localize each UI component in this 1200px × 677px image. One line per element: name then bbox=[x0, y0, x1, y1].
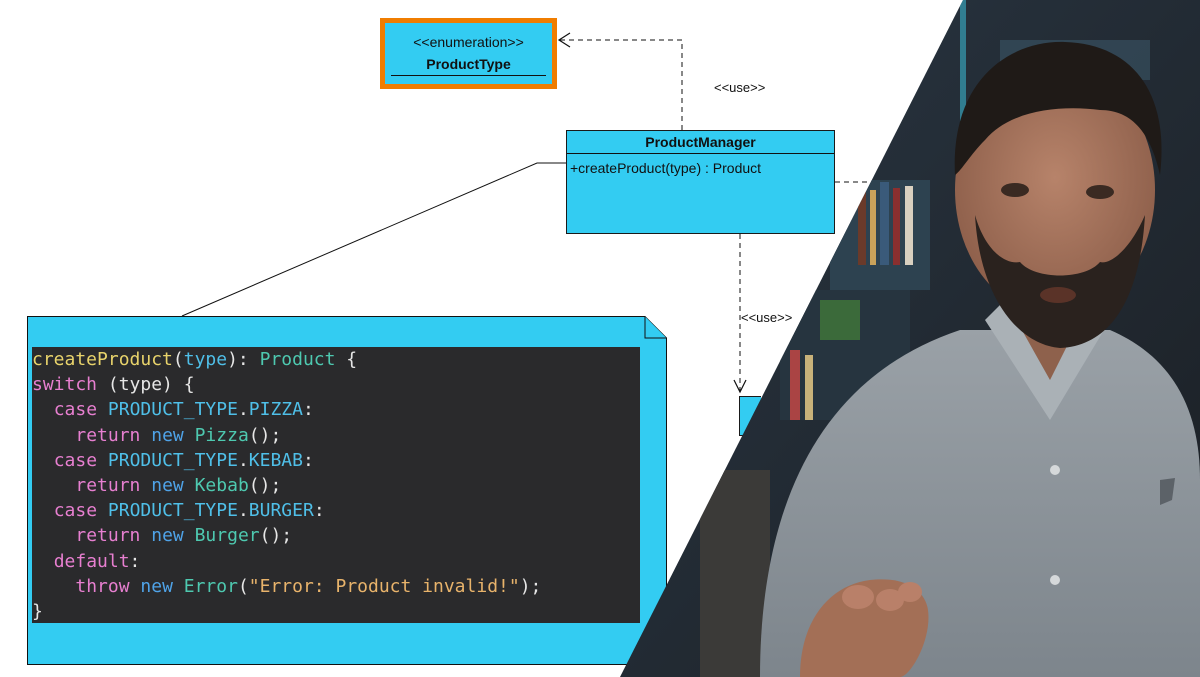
code-line: return new Burger(); bbox=[32, 523, 640, 548]
product-manager-class-box[interactable]: ProductManager +createProduct(type) : Pr… bbox=[566, 130, 835, 234]
code-token: ( bbox=[237, 575, 249, 597]
code-token: return bbox=[75, 525, 141, 547]
code-token: } bbox=[32, 600, 43, 622]
code-token: new bbox=[140, 575, 173, 597]
code-token: case bbox=[53, 500, 98, 522]
code-token: case bbox=[53, 449, 98, 471]
code-token: Pizza bbox=[194, 424, 249, 446]
use-arrowhead-enum bbox=[557, 32, 571, 48]
code-token: Burger bbox=[194, 525, 260, 547]
code-line: case PRODUCT_TYPE.KEBAB: bbox=[32, 448, 640, 473]
code-token: (); bbox=[259, 525, 293, 547]
note-anchor-line bbox=[181, 162, 566, 317]
code-token: case bbox=[53, 399, 98, 421]
code-token: Kebab bbox=[194, 474, 249, 496]
code-token: createProduct bbox=[32, 349, 173, 370]
code-line: } bbox=[32, 599, 640, 624]
code-token: "Error: Product invalid!" bbox=[248, 575, 520, 597]
code-token: ); bbox=[519, 575, 542, 597]
class-operation: +createProduct(type) : Product bbox=[570, 160, 762, 176]
code-token: Product bbox=[259, 349, 336, 370]
use-label-down: <<use>> bbox=[741, 310, 793, 325]
code-token: type bbox=[183, 349, 228, 370]
code-token: PRODUCT_TYPE bbox=[107, 500, 238, 522]
class-name: ProductManager bbox=[645, 134, 756, 150]
code-token: : bbox=[313, 500, 325, 522]
code-token: (); bbox=[248, 474, 282, 496]
use-connector-enum bbox=[560, 39, 683, 130]
code-token: BURGER bbox=[248, 500, 314, 522]
code-token: ( bbox=[172, 349, 184, 370]
code-token: . bbox=[237, 449, 249, 471]
code-token: (); bbox=[248, 424, 282, 446]
code-line: default: bbox=[32, 549, 640, 574]
code-token: : bbox=[302, 399, 314, 421]
code-token: Error bbox=[183, 575, 238, 597]
code-token: { bbox=[335, 349, 358, 370]
code-line: return new Pizza(); bbox=[32, 423, 640, 448]
enum-stereotype: <<enumeration>> bbox=[413, 34, 524, 50]
code-line: return new Kebab(); bbox=[32, 473, 640, 498]
class-divider bbox=[567, 153, 834, 154]
code-token: PRODUCT_TYPE bbox=[107, 449, 238, 471]
code-line: case PRODUCT_TYPE.BURGER: bbox=[32, 498, 640, 523]
code-token: : bbox=[129, 550, 141, 572]
code-token: PIZZA bbox=[248, 399, 303, 421]
code-snippet: createProduct(type): Product {switch (ty… bbox=[32, 347, 640, 623]
code-token: KEBAB bbox=[248, 449, 303, 471]
code-token: return bbox=[75, 424, 141, 446]
code-line: switch (type) { bbox=[32, 372, 640, 397]
product-type-enum-box[interactable]: <<enumeration>> ProductType bbox=[380, 18, 557, 89]
code-line: createProduct(type): Product { bbox=[32, 347, 640, 372]
code-token: throw bbox=[75, 575, 130, 597]
use-label-enum: <<use>> bbox=[714, 80, 766, 95]
code-token: new bbox=[151, 474, 184, 496]
code-token: . bbox=[237, 399, 249, 421]
code-token: new bbox=[151, 424, 184, 446]
code-line: case PRODUCT_TYPE.PIZZA: bbox=[32, 397, 640, 422]
code-line: throw new Error("Error: Product invalid!… bbox=[32, 574, 640, 599]
code-token: ): bbox=[227, 349, 260, 370]
code-token: (type) { bbox=[97, 374, 195, 396]
enum-name: ProductType bbox=[426, 56, 511, 72]
code-token: : bbox=[302, 449, 314, 471]
code-token: PRODUCT_TYPE bbox=[107, 399, 238, 421]
code-token: new bbox=[151, 525, 184, 547]
use-arrowhead-down bbox=[733, 379, 747, 394]
code-token: . bbox=[237, 500, 249, 522]
code-token: return bbox=[75, 474, 141, 496]
code-token: default bbox=[53, 550, 130, 572]
enum-divider bbox=[391, 75, 546, 76]
code-token: switch bbox=[32, 374, 98, 396]
